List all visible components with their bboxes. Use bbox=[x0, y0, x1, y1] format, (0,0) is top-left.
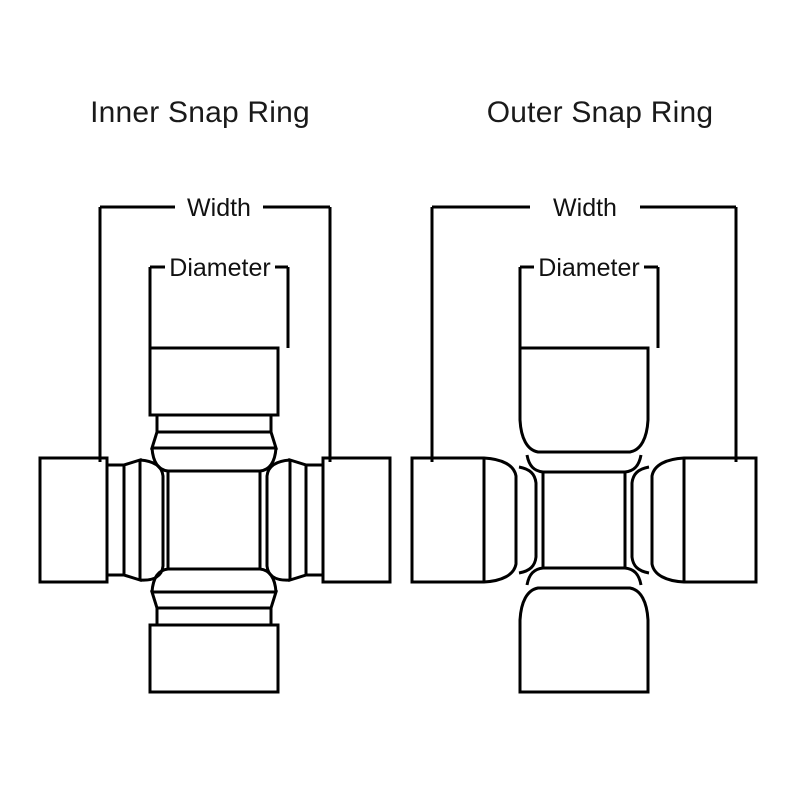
outer-bottom-bearing-cap bbox=[518, 566, 650, 694]
outer-left-bearing-cap bbox=[410, 456, 538, 584]
inner-width-dimension bbox=[98, 205, 332, 462]
panel-title-inner-snap-ring: Inner Snap Ring bbox=[90, 96, 310, 129]
outer-diameter-label: Diameter bbox=[534, 254, 644, 283]
outer-width-label: Width bbox=[530, 194, 640, 223]
outer-width-dimension bbox=[430, 205, 738, 462]
outer-center-hub bbox=[534, 470, 634, 570]
outer-diameter-dimension bbox=[518, 265, 660, 348]
panel-title-outer-snap-ring: Outer Snap Ring bbox=[486, 96, 714, 129]
inner-diameter-label: Diameter bbox=[165, 254, 275, 283]
outer-right-bearing-cap bbox=[630, 456, 758, 584]
inner-width-label: Width bbox=[175, 194, 263, 223]
inner-top-bearing-cap bbox=[148, 346, 280, 473]
outer-top-bearing-cap bbox=[518, 346, 650, 474]
inner-center-hub bbox=[161, 469, 269, 571]
